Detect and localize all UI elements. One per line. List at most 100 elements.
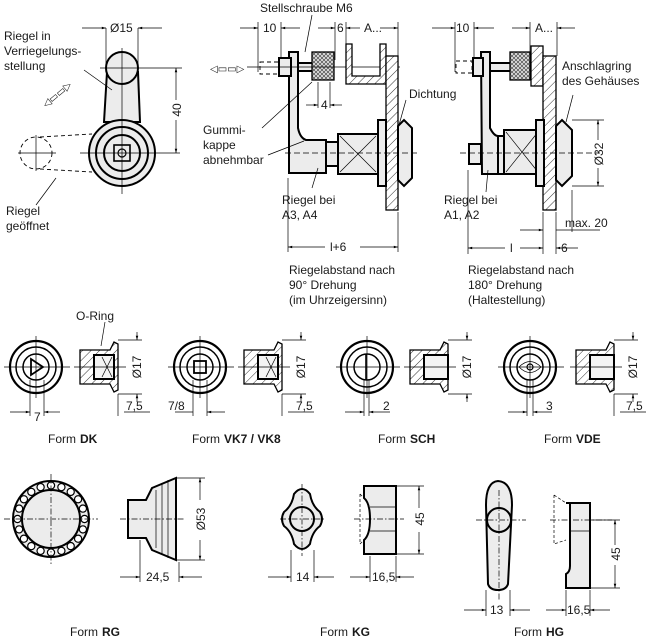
form-rg: Ø53 24,5 Form RG xyxy=(4,474,208,639)
dim-front: 2 xyxy=(383,399,390,413)
bracket xyxy=(530,45,544,87)
form-vde: Ø17 3 7,5 Form VDE xyxy=(498,332,646,446)
motion-arrow-icon: ◁▭▭▷ xyxy=(210,64,245,75)
label-locked-2: Verriegelungs- xyxy=(4,44,81,58)
top-view: Ø15 40 Riegel in Verriegelungs- stellung… xyxy=(4,21,184,233)
knurl-scallop xyxy=(19,495,29,504)
form-prefix: Form xyxy=(48,432,76,446)
label-latch-a4: A3, A4 xyxy=(282,208,318,222)
caption-90-2: 90° Drehung xyxy=(289,278,357,292)
form-prefix: Form xyxy=(70,625,98,639)
knurl-scallop xyxy=(78,504,88,513)
label-seal: Dichtung xyxy=(409,87,456,101)
caption-180-2: 180° Drehung xyxy=(468,278,542,292)
label-ring-1: Anschlagring xyxy=(562,59,631,73)
dim-max-20: max. 20 xyxy=(565,216,608,230)
dim-side: 7,5 xyxy=(296,399,313,413)
dim-side: 7,5 xyxy=(626,399,643,413)
side-view-90: Stellschraube M6 10 6 A... ◁▭▭▷ 4 xyxy=(203,1,456,307)
form-prefix: Form xyxy=(192,432,220,446)
dim-6: 6 xyxy=(337,21,344,35)
form-code-vk: VK7 / VK8 xyxy=(224,432,281,446)
lever-knob xyxy=(484,479,514,592)
dim-diameter: Ø17 xyxy=(626,355,640,378)
dim-front: 13 xyxy=(490,603,504,617)
dim-front: 14 xyxy=(296,570,310,584)
rubber-cap xyxy=(509,51,531,81)
label-ring-2: des Gehäuses xyxy=(562,74,639,88)
knurl-scallop xyxy=(66,487,75,497)
form-code-dk: DK xyxy=(80,432,98,446)
label-latch-a2: A1, A2 xyxy=(444,208,480,222)
knurl-scallop xyxy=(66,541,75,551)
dim-front: 3 xyxy=(546,399,553,413)
form-hg: 45 13 16,5 Form HG xyxy=(464,479,623,639)
knurl-scallop xyxy=(78,525,88,534)
knurl-scallop xyxy=(36,482,45,492)
knurl-scallop xyxy=(27,541,36,551)
dim-length-40: 40 xyxy=(170,103,184,117)
dim-diameter-32: Ø32 xyxy=(592,142,606,165)
form-dk: O-Ring Ø17 7 7,5 Form DK xyxy=(4,309,150,446)
panel xyxy=(385,55,399,211)
label-cap-3: abnehmbar xyxy=(203,153,264,167)
label-latch-a1: Riegel bei xyxy=(444,193,497,207)
label-cap-1: Gummi- xyxy=(203,123,246,137)
label-latch-a3: Riegel bei xyxy=(282,193,335,207)
label-locked-3: stellung xyxy=(4,59,45,73)
label-o-ring: O-Ring xyxy=(76,309,114,323)
knurl-scallop xyxy=(14,504,24,513)
knurl-scallop xyxy=(57,546,66,556)
dim-a: A... xyxy=(364,21,382,35)
bracket xyxy=(345,43,387,85)
label-open-2: geöffnet xyxy=(6,219,50,233)
form-prefix: Form xyxy=(514,625,542,639)
dim-diameter-15: Ø15 xyxy=(110,21,133,35)
knurl-scallop xyxy=(36,546,45,556)
knurl-scallop xyxy=(19,534,29,543)
knurl-scallop xyxy=(73,534,83,543)
dim-diameter: Ø17 xyxy=(130,355,144,378)
label-open-1: Riegel xyxy=(6,204,40,218)
knurl-scallop xyxy=(27,487,36,497)
form-code-vde: VDE xyxy=(576,432,601,446)
form-code-sch: SCH xyxy=(410,432,435,446)
dim-width: 24,5 xyxy=(146,570,170,584)
rubber-cap xyxy=(311,51,335,81)
dim-height-45: 45 xyxy=(413,512,427,526)
dim-height-45: 45 xyxy=(609,547,623,561)
dim-4: 4 xyxy=(321,98,328,112)
dim-diameter: Ø17 xyxy=(294,355,308,378)
dim-front: 7/8 xyxy=(168,399,185,413)
form-code-hg: HG xyxy=(546,625,564,639)
dim-l: l xyxy=(510,241,513,255)
dim-6: 6 xyxy=(561,241,568,255)
motion-arrow-icon: ◁▭▭▷ xyxy=(41,80,75,111)
dim-width: 16,5 xyxy=(372,570,396,584)
form-prefix: Form xyxy=(378,432,406,446)
label-cap-2: kappe xyxy=(203,138,236,152)
form-code-kg: KG xyxy=(352,625,370,639)
dim-side: 7,5 xyxy=(126,399,143,413)
form-vk7-vk8: Ø17 7/8 7,5 Form VK7 / VK8 xyxy=(168,332,314,446)
dim-diameter: Ø17 xyxy=(460,355,474,378)
label-set-screw: Stellschraube M6 xyxy=(260,1,353,15)
knurl-scallop xyxy=(73,495,83,504)
caption-90-1: Riegelabstand nach xyxy=(289,263,395,277)
dim-l-plus-6: l+6 xyxy=(330,240,347,254)
dim-a: A... xyxy=(535,21,553,35)
caption-90-3: (im Uhrzeigersinn) xyxy=(289,293,387,307)
form-kg: 45 14 16,5 Form KG xyxy=(268,484,427,639)
knurl-scallop xyxy=(57,482,66,492)
dim-diameter-53: Ø53 xyxy=(194,507,208,530)
dim-front: 7 xyxy=(34,410,41,424)
caption-180-1: Riegelabstand nach xyxy=(468,263,574,277)
form-code-rg: RG xyxy=(102,625,120,639)
form-prefix: Form xyxy=(320,625,348,639)
knurl-scallop xyxy=(14,525,24,534)
form-sch: Ø17 2 Form SCH xyxy=(336,332,474,446)
dim-width: 16,5 xyxy=(567,603,591,617)
caption-180-3: (Haltestellung) xyxy=(468,293,545,307)
side-view-180: 10 A... Ø32 Anschlagring des Gehäuses Ri… xyxy=(432,21,639,307)
